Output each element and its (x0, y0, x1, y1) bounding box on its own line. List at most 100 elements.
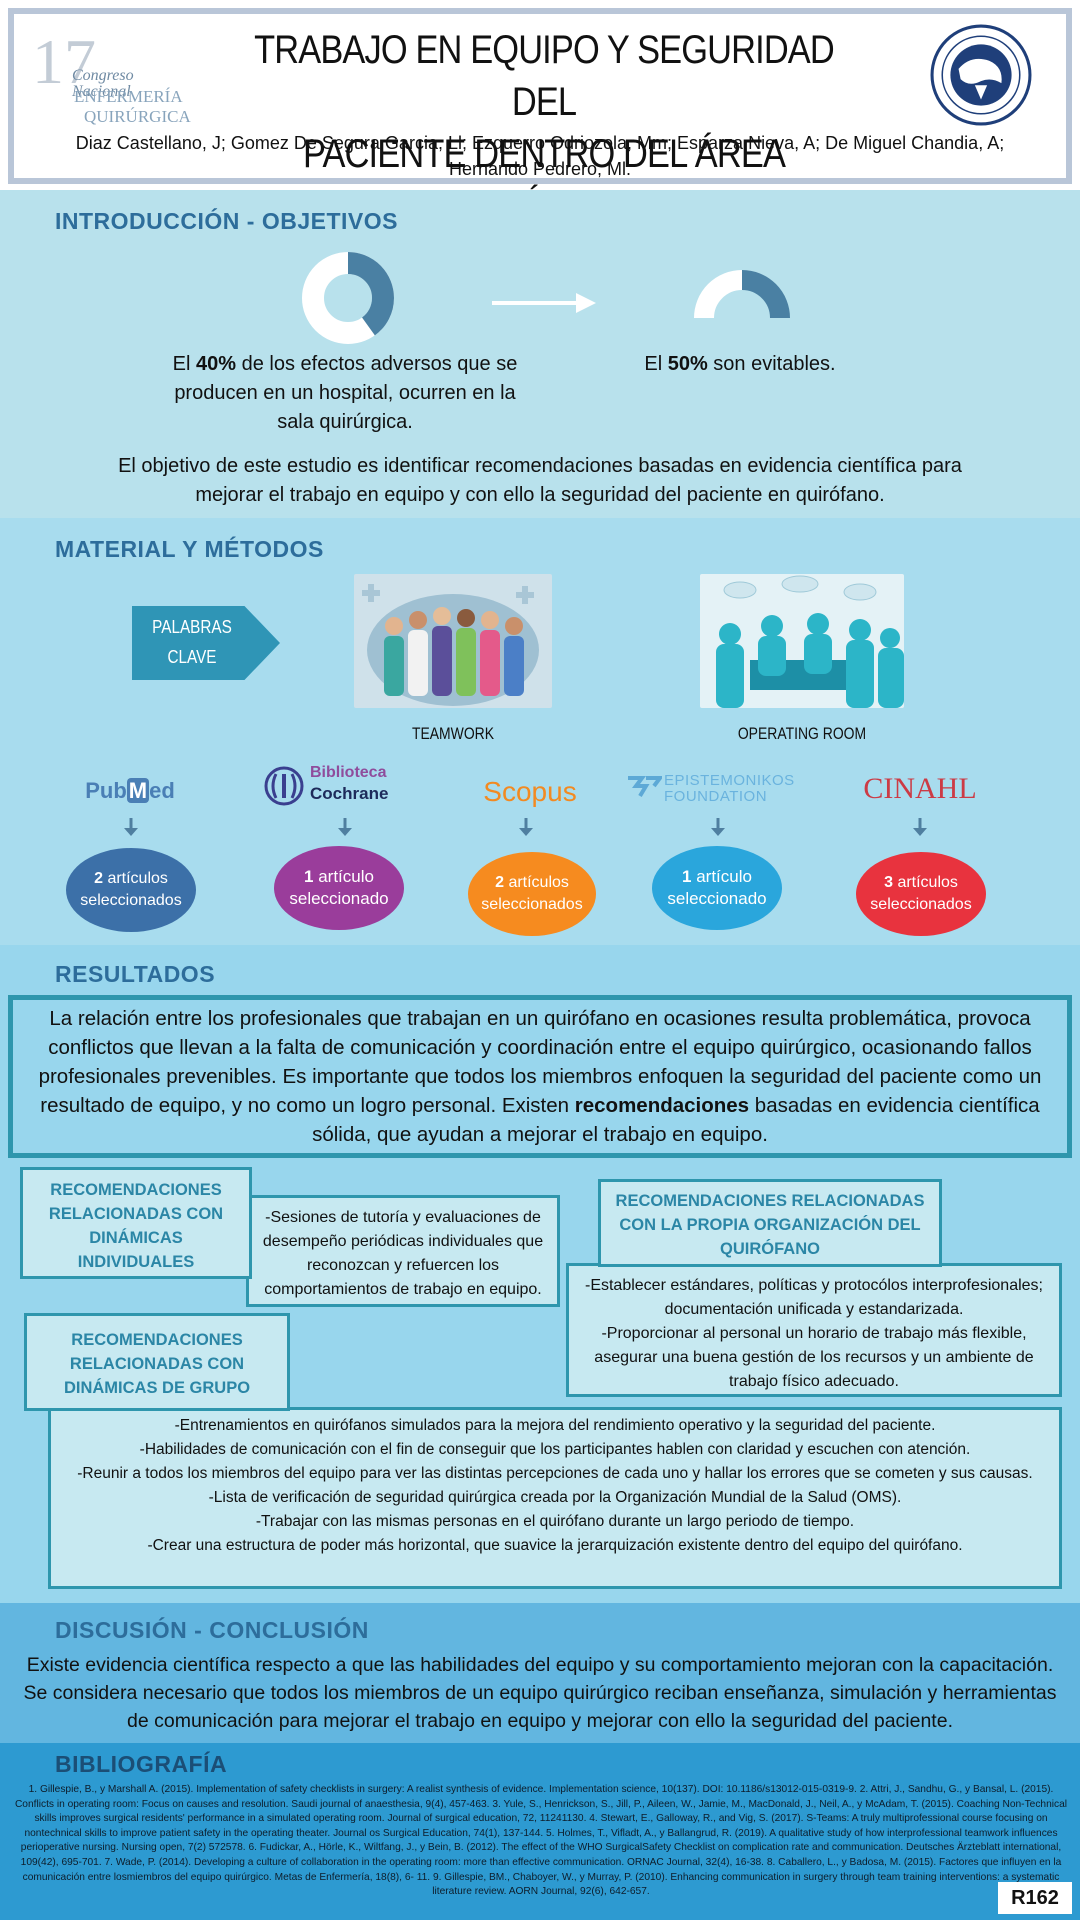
stat1-bold: 40% (196, 353, 237, 375)
stat2-post: son evitables. (707, 353, 836, 375)
epistemonikos-count: 1 (682, 867, 692, 886)
individual-recommendation-text: -Sesiones de tutoría y evaluaciones de d… (262, 1209, 544, 1298)
cinahl-count: 3 (884, 874, 893, 891)
stat2-bold: 50% (667, 353, 708, 375)
cinahl-count-bubble: 3 artículos seleccionados (856, 852, 986, 936)
epistemonikos-count-bubble: 1 artículo seleccionado (652, 846, 782, 930)
down-arrow-icon (124, 818, 138, 836)
keywords-line-2: CLAVE (167, 647, 217, 667)
cochrane-logo: Biblioteca Cochrane (262, 764, 398, 808)
intro-section: INTRODUCCIÓN - OBJETIVOS El 40% de los e… (0, 190, 1080, 518)
authors: Diaz Castellano, J; Gomez De Segura Garc… (75, 133, 1005, 179)
group-recommendation-text-card: -Entrenamientos en quirófanos simulados … (48, 1407, 1062, 1589)
pubmed-logo-part-2: M (126, 778, 150, 803)
teamwork-photo (354, 574, 552, 708)
scopus-count-line: 2 artículos seleccionados (468, 872, 596, 916)
stat1-pre: El (172, 353, 197, 375)
logo-line-2: ENFERMERÍA (74, 87, 183, 106)
group-item-1: -Entrenamientos en quirófanos simulados … (174, 1417, 936, 1434)
epistemonikos-logo: EPISTEMONIKOS FOUNDATION (626, 772, 806, 805)
keyword-operating-room: OPERATING ROOM (737, 724, 867, 743)
results-section: RESULTADOS La relación entre los profesi… (0, 945, 1080, 1603)
group-recommendation-header-card: RECOMENDACIONES RELACIONADAS CON DINÁMIC… (24, 1313, 290, 1411)
pubmed-count: 2 (94, 870, 103, 887)
group-item-2: -Habilidades de comunicación con el fin … (139, 1441, 971, 1458)
cochrane-icon (264, 766, 304, 806)
scopus-logo: Scopus (483, 776, 577, 807)
discussion-heading: DISCUSIÓN - CONCLUSIÓN (55, 1617, 369, 1643)
down-arrow-icon (711, 818, 725, 836)
epistemonikos-label-1: EPISTEMONIKOS (664, 772, 795, 789)
group-item-3: -Reunir a todos los miembros del equipo … (77, 1465, 1033, 1482)
epistemonikos-count-text: artículo seleccionado (667, 867, 767, 908)
pubmed-count-text: artículos seleccionados (80, 870, 182, 909)
organization-recommendation-heading: RECOMENDACIONES RELACIONADAS CON LA PROP… (615, 1192, 925, 1258)
summary-bold: recomendaciones (574, 1094, 750, 1117)
methods-heading: MATERIAL Y MÉTODOS (55, 536, 324, 562)
stat-50-text: El 50% son evitables. (590, 350, 890, 379)
cochrane-count-bubble: 1 artículo seleccionado (274, 846, 404, 930)
cochrane-count-line: 1 artículo seleccionado (274, 866, 404, 910)
discussion-section: DISCUSIÓN - CONCLUSIÓN Existe evidencia … (0, 1603, 1080, 1743)
logo-number: 17 (32, 26, 96, 97)
scopus-count-text: artículos seleccionados (481, 874, 583, 913)
logo-line-3: QUIRÚRGICA (84, 107, 191, 126)
stat1-post: de los efectos adversos que se producen … (174, 353, 518, 433)
bibliography-text: 1. Gillespie, B., y Marshall A. (2015). … (14, 1784, 1068, 1898)
half-donut-50-percent-chart (694, 270, 790, 319)
results-heading: RESULTADOS (55, 961, 216, 987)
results-summary-box: La relación entre los profesionales que … (8, 995, 1072, 1158)
cochrane-count-text: artículo seleccionado (289, 867, 389, 908)
down-arrow-icon (519, 818, 533, 836)
org-item-2: -Proporcionar al personal un horario de … (594, 1325, 1034, 1390)
individual-recommendation-heading: RECOMENDACIONES RELACIONADAS CON DINÁMIC… (48, 1181, 224, 1271)
scopus-count: 2 (495, 874, 504, 891)
epistemonikos-count-line: 1 artículo seleccionado (652, 866, 782, 910)
operating-room-photo (700, 574, 904, 708)
keywords-arrow-label: PALABRAS CLAVE (132, 606, 280, 680)
keywords-line-1: PALABRAS (152, 617, 232, 637)
poster-header: 17 Congreso Nacional ENFERMERÍA QUIRÚRGI… (8, 8, 1072, 228)
scopus-count-bubble: 2 artículos seleccionados (468, 852, 596, 936)
cochrane-label-1: Biblioteca (310, 764, 387, 781)
methods-section: MATERIAL Y MÉTODOS PALABRAS CLAVE TEAMWO… (0, 518, 1080, 945)
individual-recommendation-header-card: RECOMENDACIONES RELACIONADAS CON DINÁMIC… (20, 1167, 252, 1279)
cochrane-count: 1 (304, 867, 314, 886)
group-item-6: -Crear una estructura de poder más horiz… (147, 1537, 963, 1554)
title-line-1: TRABAJO EN EQUIPO Y SEGURIDAD DEL (254, 28, 835, 124)
congress-logo: 17 Congreso Nacional ENFERMERÍA QUIRÚRGI… (32, 30, 192, 130)
cinahl-count-line: 3 artículos seleccionados (856, 872, 986, 916)
pubmed-count-bubble: 2 artículos seleccionados (66, 848, 196, 932)
keyword-teamwork: TEAMWORK (411, 724, 495, 743)
cochrane-label-2: Cochrane (310, 784, 389, 803)
association-seal-icon (930, 24, 1032, 126)
organization-recommendation-header-card: RECOMENDACIONES RELACIONADAS CON LA PROP… (598, 1179, 942, 1267)
pubmed-logo-part-3: ed (149, 778, 175, 803)
cinahl-count-text: artículos seleccionados (870, 874, 972, 913)
group-recommendation-heading: RECOMENDACIONES RELACIONADAS CON DINÁMIC… (63, 1331, 251, 1397)
organization-recommendation-text-card: -Establecer estándares, políticas y prot… (566, 1263, 1062, 1397)
pubmed-logo: PubMed (80, 778, 180, 804)
objective-text: El objetivo de este estudio es identific… (118, 455, 962, 506)
org-item-1: -Establecer estándares, políticas y prot… (584, 1277, 1043, 1318)
summary-post: basadas en evidencia científica sólida, … (312, 1094, 1040, 1146)
epistemonikos-label-2: FOUNDATION (664, 788, 768, 805)
down-arrow-icon (338, 818, 352, 836)
group-item-4: -Lista de verificación de seguridad quir… (208, 1489, 902, 1506)
stat2-pre: El (644, 353, 668, 375)
individual-recommendation-text-card: -Sesiones de tutoría y evaluaciones de d… (246, 1195, 560, 1307)
epistemonikos-icon (628, 776, 662, 798)
logo-line-1: Congreso Nacional (72, 67, 134, 100)
intro-heading: INTRODUCCIÓN - OBJETIVOS (55, 208, 398, 234)
donut-40-percent-chart (302, 252, 394, 344)
stat-40-text: El 40% de los efectos adversos que se pr… (160, 350, 530, 437)
down-arrow-icon (913, 818, 927, 836)
cinahl-logo: CINAHL (863, 772, 977, 805)
pubmed-logo-part-1: Pub (85, 778, 127, 803)
discussion-text: Existe evidencia científica respecto a q… (23, 1654, 1057, 1732)
poster-code-badge: R162 (998, 1882, 1072, 1914)
summary-pre: La relación entre los profesionales que … (38, 1007, 1042, 1117)
bibliography-heading: BIBLIOGRAFÍA (55, 1751, 228, 1777)
bibliography-section: BIBLIOGRAFÍA 1. Gillespie, B., y Marshal… (0, 1743, 1080, 1920)
right-arrow-icon (492, 293, 596, 313)
